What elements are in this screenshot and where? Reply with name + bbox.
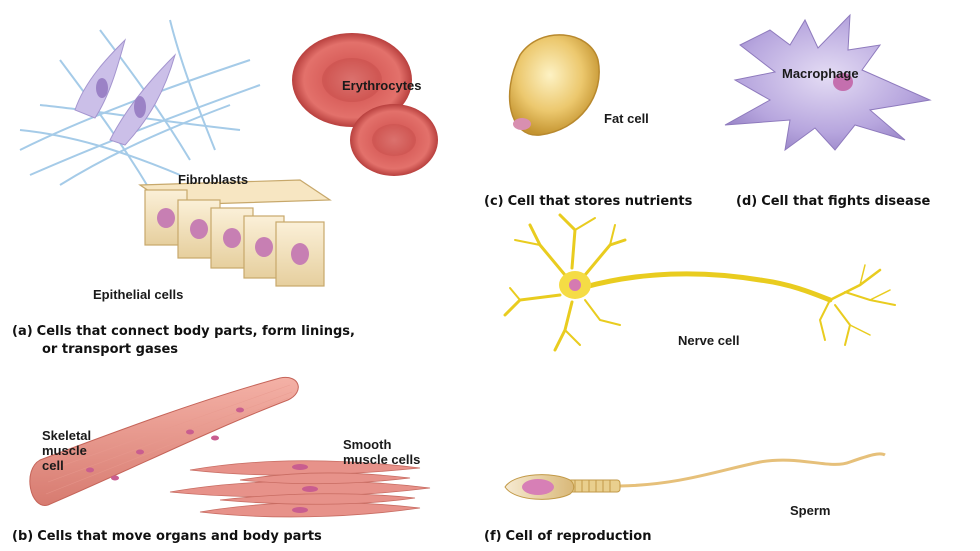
skeletal-line-1: Skeletal bbox=[42, 428, 91, 443]
caption-a-line-1: Cells that connect body parts, form lini… bbox=[37, 324, 355, 339]
caption-b: (b) Cells that move organs and body parts bbox=[12, 528, 322, 546]
caption-a-line-2: or transport gases bbox=[12, 341, 355, 359]
caption-d: (d) Cell that fights disease bbox=[736, 193, 930, 211]
caption-a-tag: (a) bbox=[12, 324, 33, 339]
smooth-muscle-label: Smooth muscle cells bbox=[343, 437, 420, 467]
sperm-cell bbox=[505, 454, 885, 499]
caption-d-tag: (d) bbox=[736, 194, 757, 209]
caption-c-text: Cell that stores nutrients bbox=[508, 194, 693, 209]
caption-b-tag: (b) bbox=[12, 529, 33, 544]
erythrocytes-label: Erythrocytes bbox=[342, 78, 421, 93]
caption-a: (a) Cells that connect body parts, form l… bbox=[12, 323, 355, 359]
smooth-line-1: Smooth bbox=[343, 437, 420, 452]
erythrocytes bbox=[292, 33, 438, 176]
caption-c: (c) Cell that stores nutrients bbox=[484, 193, 692, 211]
nerve-cell-label: Nerve cell bbox=[678, 333, 739, 348]
caption-f-text: Cell of reproduction bbox=[506, 529, 652, 544]
macrophage-label: Macrophage bbox=[782, 66, 859, 81]
smooth-line-2: muscle cells bbox=[343, 452, 420, 467]
smooth-muscle-cells bbox=[170, 461, 430, 517]
epithelial-label: Epithelial cells bbox=[93, 287, 183, 302]
macrophage bbox=[725, 15, 930, 150]
nerve-cell-nucleus bbox=[569, 279, 581, 291]
caption-f: (f) Cell of reproduction bbox=[484, 528, 651, 546]
epithelial-cells bbox=[140, 180, 330, 286]
fibroblast-bodies bbox=[75, 40, 175, 145]
caption-d-text: Cell that fights disease bbox=[761, 194, 930, 209]
fibroblasts-label: Fibroblasts bbox=[178, 172, 248, 187]
skeletal-muscle-label: Skeletal muscle cell bbox=[42, 428, 91, 473]
caption-b-text: Cells that move organs and body parts bbox=[37, 529, 322, 544]
skeletal-line-3: cell bbox=[42, 458, 91, 473]
skeletal-line-2: muscle bbox=[42, 443, 91, 458]
caption-f-tag: (f) bbox=[484, 529, 502, 544]
caption-c-tag: (c) bbox=[484, 194, 504, 209]
fat-cell bbox=[510, 35, 600, 135]
sperm-label: Sperm bbox=[790, 503, 830, 518]
fat-cell-label: Fat cell bbox=[604, 111, 649, 126]
